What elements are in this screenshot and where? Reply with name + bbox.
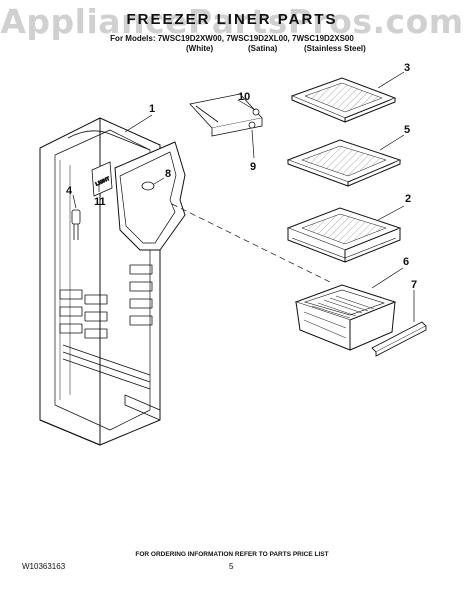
callout-2: 2	[405, 193, 411, 205]
callout-1: 1	[149, 103, 155, 115]
model-list: For Models: 7WSC19D2XW00, 7WSC19D2XL00, …	[110, 34, 354, 43]
framed-shelf	[286, 207, 402, 263]
ordering-info: FOR ORDERING INFORMATION REFER TO PARTS …	[135, 551, 329, 558]
finish-list: (White) (Satina) (Stainless Steel)	[186, 44, 366, 53]
freezer-drawer	[294, 284, 397, 351]
drawer-rail	[371, 321, 427, 357]
finish-satina: (Satina)	[248, 44, 278, 53]
watermark: AppliancePartsPros.com	[0, 2, 464, 41]
callout-11: 11	[94, 196, 106, 208]
middle-shelf	[286, 139, 402, 187]
page-title: FREEZER LINER PARTS	[126, 11, 338, 28]
page-number: 5	[229, 562, 234, 571]
light-housing: LIGHT	[91, 161, 113, 197]
leader-lines	[72, 71, 415, 322]
plug	[141, 181, 155, 191]
callout-5: 5	[404, 124, 410, 136]
bracket	[189, 93, 263, 137]
top-shelf	[290, 77, 397, 123]
callout-3: 3	[404, 62, 410, 74]
callout-6: 6	[403, 256, 409, 268]
callout-7: 7	[411, 279, 417, 291]
freezer-liner	[39, 117, 186, 446]
callout-10: 10	[238, 91, 250, 103]
finish-white: (White)	[186, 44, 214, 53]
document-code: W10363163	[22, 562, 66, 571]
light-socket	[71, 209, 81, 240]
finish-stainless: (Stainless Steel)	[304, 44, 366, 53]
callout-9: 9	[250, 161, 256, 173]
callout-8: 8	[165, 168, 171, 180]
callout-4: 4	[66, 185, 73, 197]
